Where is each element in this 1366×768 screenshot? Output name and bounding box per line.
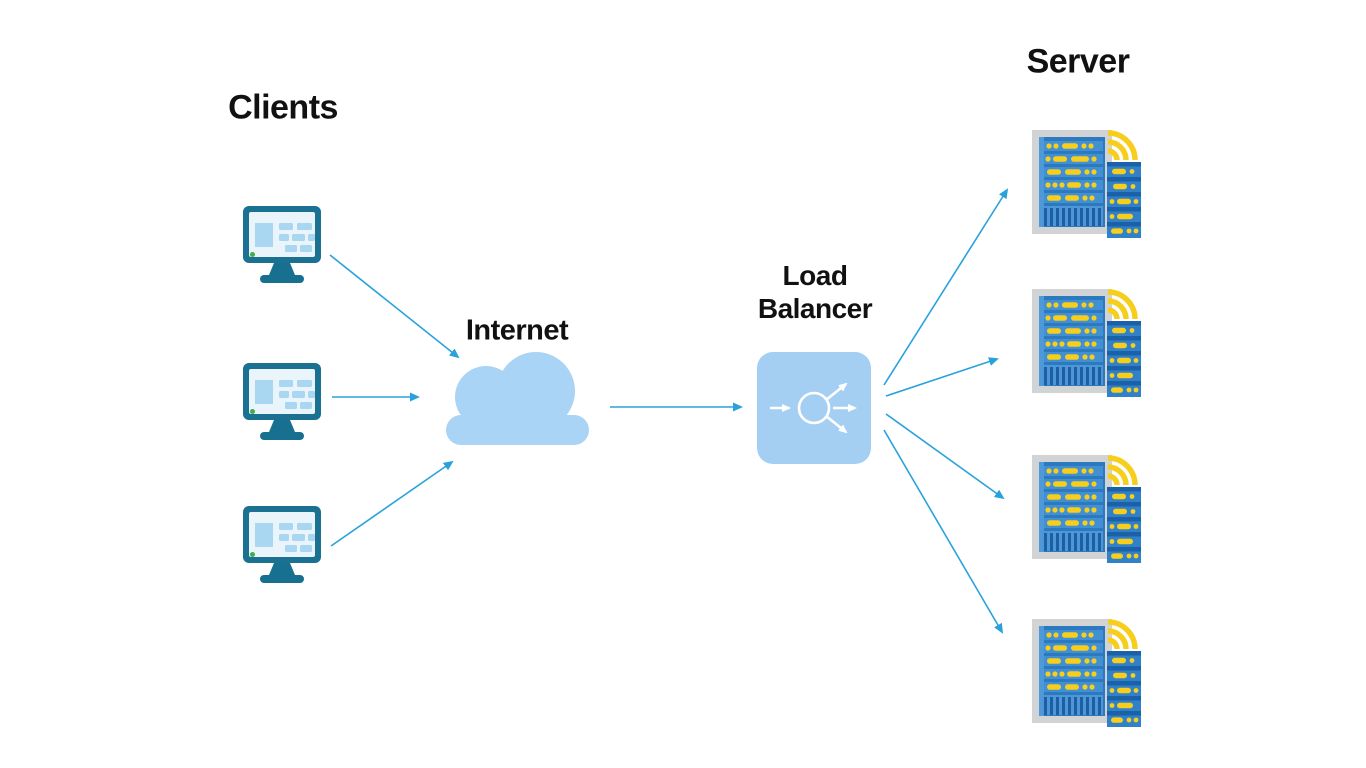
cloud-icon	[446, 352, 589, 445]
server-rack-icon-1	[1032, 130, 1141, 238]
internet-label: Internet	[465, 314, 569, 347]
load-balancer-node	[757, 352, 871, 464]
clients-label: Clients	[228, 88, 338, 127]
edges	[329, 188, 1009, 634]
desktop-monitor-icon-client-1	[243, 206, 321, 283]
edge-client1-internet	[329, 254, 460, 359]
load-balancer-label-line1: Load	[782, 260, 848, 291]
server-rack-icon-3	[1032, 455, 1141, 563]
edge-loadbalancer-server1	[883, 188, 1009, 386]
edge-loadbalancer-server4	[883, 429, 1004, 634]
edge-loadbalancer-server3	[885, 413, 1005, 500]
load-balancer-distribution-icon	[770, 382, 857, 434]
load-balancer-box	[757, 352, 871, 464]
server-label: Server	[1026, 42, 1130, 81]
server-rack-icon-4	[1032, 619, 1141, 727]
server-rack-icon-2	[1032, 289, 1141, 397]
desktop-monitor-icon-client-2	[243, 363, 321, 440]
load-balancer-label: Load Balancer	[757, 259, 873, 325]
desktop-monitor-icon-client-3	[243, 506, 321, 583]
edge-client3-internet	[330, 460, 454, 547]
edge-loadbalancer-server2	[885, 357, 999, 397]
load-balancer-label-line2: Balancer	[757, 293, 873, 324]
